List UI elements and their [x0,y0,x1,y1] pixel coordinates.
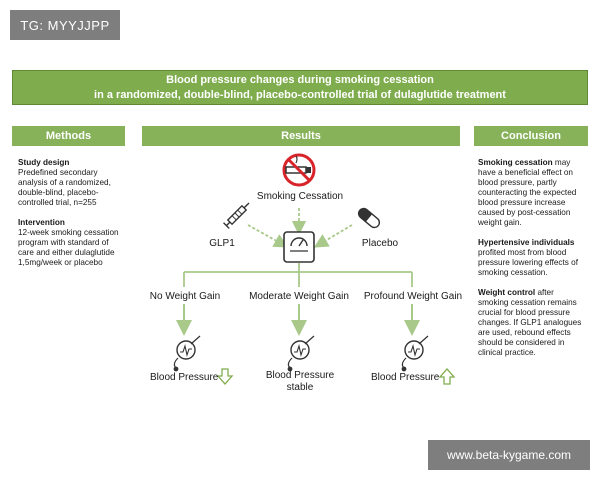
blood-pressure-gauge-icon [173,335,201,372]
title-line-2: in a randomized, double-blind, placebo-c… [94,88,506,101]
conclusion-column: Smoking cessation may have a beneficial … [478,158,584,368]
conclusion-header: Conclusion [474,126,588,146]
watermark-top: TG: MYYJJPP [10,10,120,40]
placebo-label: Placebo [361,238,399,249]
no-smoking-icon [282,153,316,187]
results-header: Results [142,126,460,146]
arrow-up-icon [438,368,456,385]
intervention-heading: Intervention [18,218,65,227]
intervention-text: 12-week smoking cessation program with s… [18,228,119,267]
bp-decrease-label: Blood Pressure [150,372,219,383]
scale-icon [283,231,315,263]
no-weight-gain-label: No Weight Gain [149,291,221,302]
conclusion-paragraph-2: Hypertensive individuals profited most f… [478,238,578,277]
arrow-down-icon [216,368,234,385]
study-design-heading: Study design [18,158,70,167]
conclusion-paragraph-3: Weight control after smoking cessation r… [478,288,582,357]
title-bar: Blood pressure changes during smoking ce… [12,70,588,105]
bp-stable-label: Blood Pressure stable [265,370,335,393]
bp-increase-label: Blood Pressure [371,372,440,383]
methods-header: Methods [12,126,125,146]
pill-icon [357,207,381,229]
moderate-weight-gain-label: Moderate Weight Gain [249,291,349,302]
syringe-icon [223,202,250,229]
study-design-text: Predefined secondary analysis of a rando… [18,168,111,207]
conclusion-paragraph-1: Smoking cessation may have a beneficial … [478,158,577,227]
watermark-bottom: www.beta-kygame.com [428,440,590,470]
title-line-1: Blood pressure changes during smoking ce… [166,73,434,86]
methods-column: Study design Predefined secondary analys… [18,158,126,278]
blood-pressure-gauge-icon [401,335,429,372]
smoking-cessation-label: Smoking Cessation [256,191,344,202]
profound-weight-gain-label: Profound Weight Gain [363,291,463,302]
blood-pressure-gauge-icon [287,335,315,372]
glp1-label: GLP1 [209,238,235,249]
